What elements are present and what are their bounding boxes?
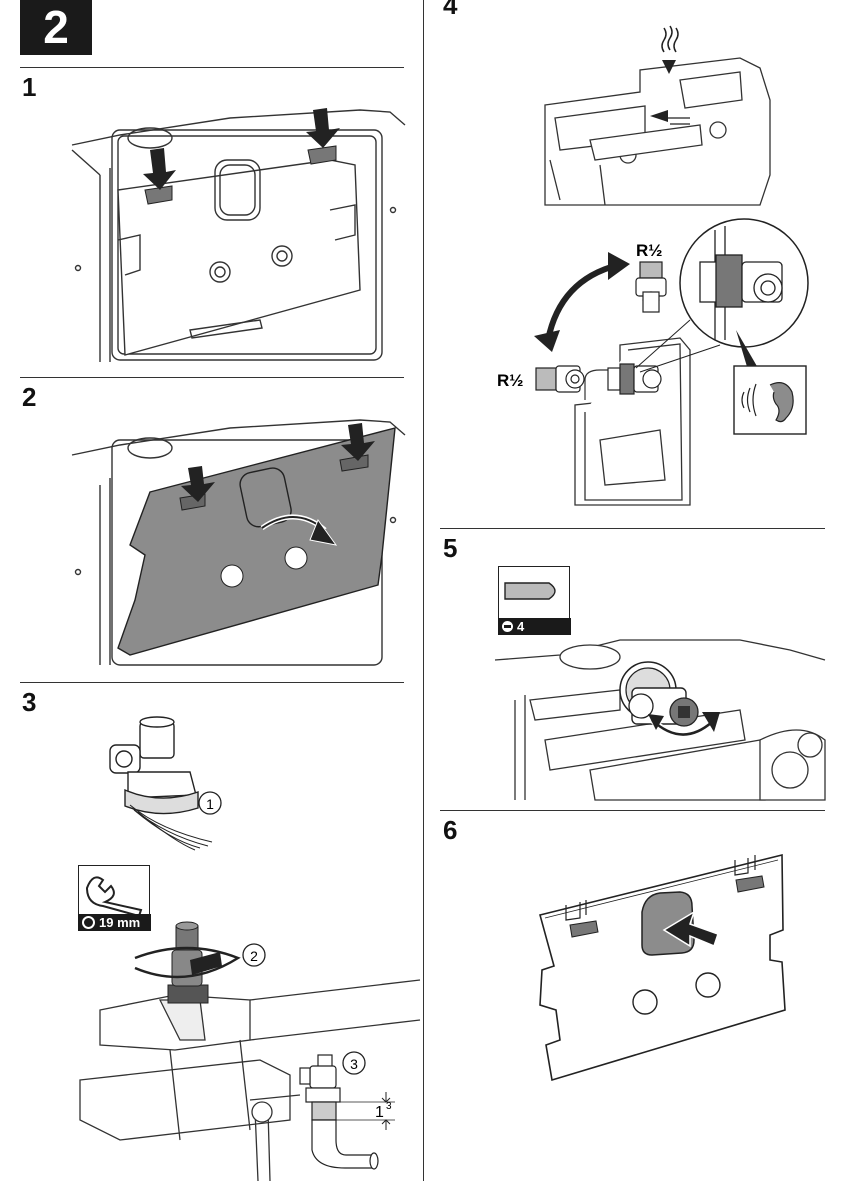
step-6-number: 6 (443, 815, 458, 845)
step-4-number: 4 (443, 0, 458, 20)
step-2-number: 2 (22, 382, 37, 412)
wrench-icon (85, 876, 143, 918)
screwdriver-size-label: 4 (517, 619, 525, 634)
thread-label-top: R½ (636, 241, 662, 260)
step-5-rule (440, 528, 825, 529)
heat-wave-icon (661, 25, 679, 53)
step-3-callout-1: 1 (206, 796, 214, 812)
column-divider (423, 0, 424, 1181)
screwdriver-icon (504, 582, 556, 600)
step-2-rule (20, 377, 404, 378)
ear-box (733, 365, 807, 435)
step-3-dimension-superscript: 3 (386, 1101, 392, 1112)
thread-label-left: R½ (497, 371, 523, 390)
step-3-number: 3 (22, 687, 37, 717)
step-3-dimension: 1 (375, 1104, 384, 1121)
step-5-number: 5 (443, 533, 458, 563)
wrench-size-bar: 19 mm (78, 914, 151, 931)
step-1-rule (20, 67, 404, 68)
step-3-callout-2: 2 (250, 948, 258, 964)
slot-icon (502, 621, 513, 632)
nut-icon (82, 916, 95, 929)
step-1-number: 1 (22, 72, 37, 102)
step-6-rule (440, 810, 825, 811)
screwdriver-size-bar: 4 (498, 618, 571, 635)
wrench-tool-box (78, 865, 150, 918)
wrench-size-label: 19 mm (99, 915, 141, 930)
ear-icon (741, 382, 794, 423)
step-3-callout-3: 3 (350, 1056, 358, 1072)
step-3-rule (20, 682, 404, 683)
chapter-badge: 2 (20, 0, 92, 55)
